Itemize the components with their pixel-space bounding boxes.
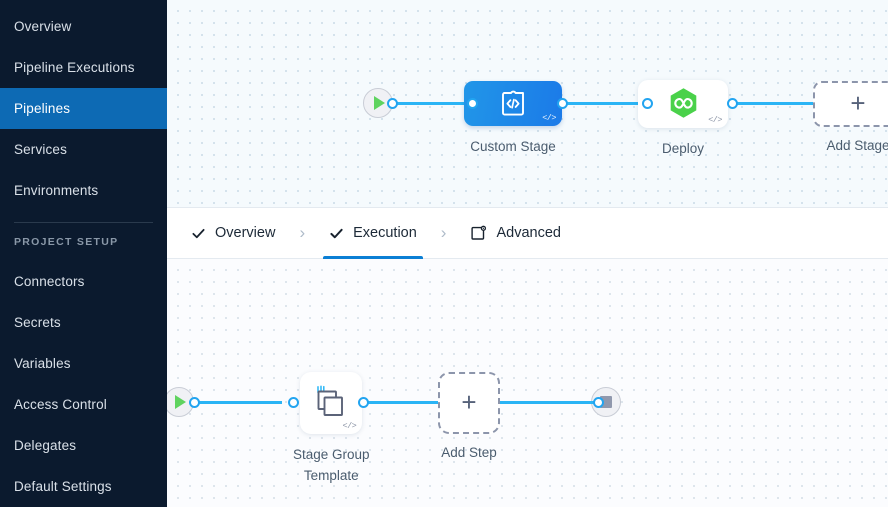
puzzle-code-icon: [502, 90, 524, 116]
sidebar-item-connectors[interactable]: Connectors: [0, 261, 167, 302]
tab-label: Advanced: [496, 225, 561, 241]
check-icon: [330, 228, 343, 238]
custom-stage-card[interactable]: </>: [464, 81, 562, 126]
connector-dot-stage-group-out[interactable]: [358, 397, 369, 408]
step-node-label: Stage Group Template: [293, 447, 370, 483]
add-stage-node[interactable]: + Add Stage: [813, 81, 888, 157]
connector-dot-custom-stage-out[interactable]: [557, 98, 568, 109]
stage-node-label: Deploy: [661, 141, 705, 156]
tab-label: Overview: [215, 225, 276, 241]
edge-start-to-stage-group: [193, 401, 282, 404]
sidebar-divider: [14, 222, 153, 223]
stage-node-label: Custom Stage: [470, 139, 556, 154]
sidebar-item-services[interactable]: Services: [0, 129, 167, 170]
connector-dot-step-start-out[interactable]: [189, 397, 200, 408]
edge-custom-stage-to-deploy: [562, 102, 647, 105]
add-stage-label: Add Stage: [826, 138, 888, 153]
sidebar-item-variables[interactable]: Variables: [0, 343, 167, 384]
advanced-gear-box-icon: [471, 225, 487, 240]
sidebar-item-pipeline-executions[interactable]: Pipeline Executions: [0, 47, 167, 88]
sidebar-item-label: Secrets: [14, 315, 61, 330]
connector-dot-step-end-in[interactable]: [593, 397, 604, 408]
sidebar-item-label: Environments: [14, 183, 99, 198]
sidebar-item-label: Pipeline Executions: [14, 60, 135, 75]
sidebar-item-pipelines[interactable]: Pipelines: [0, 88, 167, 129]
stage-graph: </> Custom Stage </> Deploy: [167, 0, 888, 207]
stage-node-deploy[interactable]: </> Deploy: [638, 80, 728, 160]
sidebar-section-project-setup: PROJECT SETUP: [14, 236, 119, 248]
tab-execution[interactable]: Execution: [319, 207, 427, 259]
add-step-label: Add Step: [441, 445, 497, 460]
sidebar-item-label: Pipelines: [14, 101, 71, 116]
sidebar-item-label: Variables: [14, 356, 71, 371]
connector-dot-deploy-out[interactable]: [727, 98, 738, 109]
tab-advanced[interactable]: Advanced: [460, 207, 571, 259]
harness-hexagon-icon: [670, 88, 696, 118]
deploy-stage-card[interactable]: </>: [638, 80, 728, 128]
add-step-node[interactable]: + Add Step: [438, 372, 500, 464]
sidebar-item-label: Overview: [14, 19, 72, 34]
sidebar-item-label: Delegates: [14, 438, 77, 453]
edge-stage-group-to-add-step: [363, 401, 451, 404]
start-play-icon: [374, 96, 385, 110]
edge-start-to-custom-stage: [392, 102, 479, 105]
plus-icon: +: [461, 387, 477, 417]
check-icon: [192, 228, 205, 238]
sidebar-item-secrets[interactable]: Secrets: [0, 302, 167, 343]
sidebar-item-access-control[interactable]: Access Control: [0, 384, 167, 425]
sidebar-item-label: Access Control: [14, 397, 107, 412]
sidebar-item-default-settings[interactable]: Default Settings: [0, 466, 167, 507]
sidebar-item-label: Connectors: [14, 274, 85, 289]
main-content: </> Custom Stage </> Deploy: [167, 0, 888, 507]
add-step-button[interactable]: +: [438, 372, 500, 434]
step-graph-canvas[interactable]: </> Stage Group Template + Add Step: [167, 259, 888, 507]
stage-group-template-card[interactable]: </>: [300, 372, 363, 434]
add-stage-button[interactable]: +: [813, 81, 888, 127]
stage-graph-canvas[interactable]: </> Custom Stage </> Deploy: [167, 0, 888, 207]
start-play-icon: [175, 395, 186, 409]
connector-dot-start-out[interactable]: [387, 98, 398, 109]
tab-separator-icon: ›: [440, 223, 447, 242]
sidebar-item-environments[interactable]: Environments: [0, 170, 167, 211]
stage-tab-bar: Overview › Execution › Advanced: [167, 207, 888, 259]
edge-deploy-to-add-stage: [732, 102, 822, 105]
yaml-code-badge: </>: [708, 115, 722, 125]
stage-node-custom-stage[interactable]: </> Custom Stage: [464, 81, 562, 158]
sidebar-item-overview[interactable]: Overview: [0, 6, 167, 47]
sidebar-item-label: Default Settings: [14, 479, 112, 494]
sidebar-item-label: Services: [14, 142, 67, 157]
sidebar-item-delegates[interactable]: Delegates: [0, 425, 167, 466]
connector-dot-deploy-in[interactable]: [642, 98, 653, 109]
step-group-icon: [317, 385, 344, 416]
edge-add-step-to-end: [497, 401, 599, 404]
step-graph: </> Stage Group Template + Add Step: [167, 259, 888, 507]
yaml-code-badge: </>: [342, 421, 357, 431]
yaml-code-badge: </>: [542, 113, 556, 123]
connector-dot-stage-group-in[interactable]: [288, 397, 299, 408]
tab-overview[interactable]: Overview: [181, 207, 285, 259]
sidebar: Overview Pipeline Executions Pipelines S…: [0, 0, 167, 507]
plus-icon: +: [850, 88, 866, 118]
step-node-stage-group-template[interactable]: </> Stage Group Template: [293, 372, 370, 487]
tab-separator-icon: ›: [299, 223, 306, 242]
tab-label: Execution: [353, 225, 417, 241]
connector-dot-custom-stage-in[interactable]: [467, 98, 478, 109]
